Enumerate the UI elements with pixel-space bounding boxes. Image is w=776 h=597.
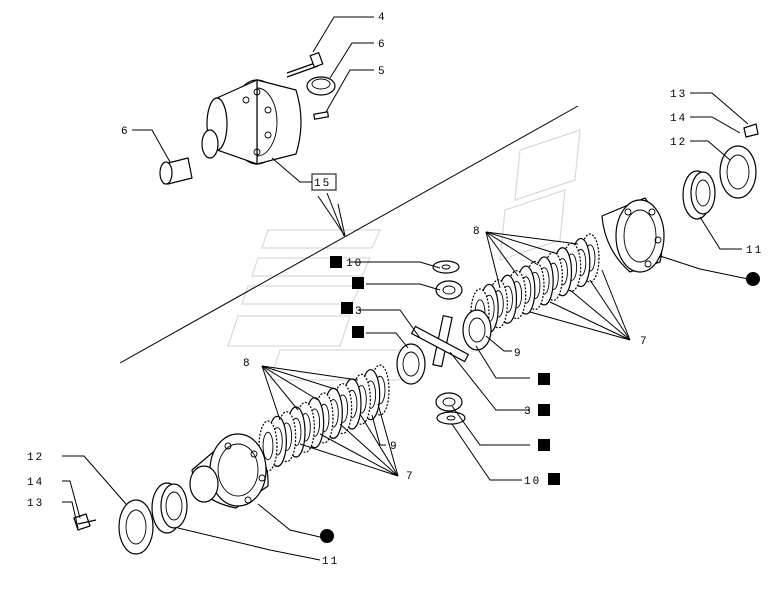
callout-10-top: 10: [346, 258, 363, 270]
callout-3-top: 3: [355, 306, 364, 318]
clutch-disc-bore: [262, 431, 274, 461]
marker-squares: [330, 256, 560, 485]
ring-nut-right: [719, 145, 757, 199]
clutch-disc-stack-left: [258, 364, 390, 472]
callout-6-left: 6: [121, 126, 130, 138]
ring-nut-left: [118, 499, 154, 555]
callout-12-right: 12: [670, 137, 687, 149]
callout-fan-line: [359, 413, 399, 477]
callout-fan-line: [485, 231, 579, 245]
callout-7-right: 7: [640, 336, 649, 348]
pinion-gear-top: [435, 280, 463, 300]
callout-14-left: 14: [27, 477, 44, 489]
callout-11-right: 11: [746, 245, 763, 257]
callout-3-bottom: 3: [524, 406, 533, 418]
callout-fan-line: [339, 423, 399, 477]
callout-10-bottom: 10: [524, 476, 541, 488]
callout-fan-line: [337, 203, 346, 237]
pin: [313, 111, 330, 120]
callout-fan-line: [485, 231, 519, 277]
marker-square: [538, 404, 550, 416]
differential-housing-right: [601, 197, 665, 273]
callout-fan-line: [299, 443, 399, 477]
leader-lines: [62, 16, 749, 561]
marker-circles: [320, 272, 760, 543]
callout-fan-line: [485, 231, 559, 255]
callout-5: 5: [378, 66, 387, 78]
side-gear-right: [462, 309, 492, 351]
callout-fan-line: [529, 311, 631, 341]
spider-cross-shaft: [410, 315, 470, 368]
bolt: [286, 51, 324, 78]
lock-plate-left: [73, 513, 97, 531]
callout-fan-line: [261, 365, 281, 421]
bushing-upper: [306, 76, 336, 96]
callout-8-left: 8: [243, 358, 252, 370]
marker-square: [352, 277, 364, 289]
callout-fan-lines: [261, 195, 631, 477]
bearing-left: [151, 482, 188, 534]
thrust-washer-top: [432, 260, 460, 274]
bearing-right: [682, 170, 716, 220]
callout-9-right: 9: [514, 348, 523, 360]
callout-15: 15: [314, 178, 331, 190]
callout-6-top: 6: [378, 39, 387, 51]
marker-square: [330, 256, 342, 268]
lock-plate-right: [743, 123, 759, 138]
callout-labels: 4 6 5 6 15 13 14 12 11 8 10 3 7 9 3 10 8…: [27, 12, 763, 568]
marker-circle: [746, 272, 760, 286]
marker-square: [548, 473, 560, 485]
marker-square: [538, 373, 550, 385]
callout-12-left: 12: [27, 452, 44, 464]
callout-fan-line: [261, 365, 339, 391]
marker-square: [352, 326, 364, 338]
callout-11-left: 11: [322, 556, 339, 568]
differential-housing-left: [189, 433, 269, 509]
marker-square: [538, 439, 550, 451]
callout-7-left: 7: [406, 471, 415, 483]
callout-13-left: 13: [27, 498, 44, 510]
callout-fan-line: [569, 289, 631, 341]
callout-fan-line: [485, 231, 539, 266]
pinion-gear-bottom: [435, 392, 463, 412]
callout-fan-line: [261, 365, 359, 381]
callout-fan-line: [377, 403, 399, 477]
callout-13-right: 13: [670, 89, 687, 101]
final-drive-assembly: [201, 79, 302, 165]
callout-9-left: 9: [390, 441, 399, 453]
callout-14-right: 14: [670, 113, 687, 125]
callout-8-right: 8: [473, 226, 482, 238]
callout-fan-line: [317, 195, 346, 237]
bushing-left: [159, 157, 193, 185]
callout-fan-line: [261, 365, 299, 411]
callout-4: 4: [378, 12, 387, 24]
marker-square: [341, 302, 353, 314]
callout-fan-line: [319, 433, 399, 477]
callout-fan-line: [549, 301, 631, 341]
marker-circle: [320, 529, 334, 543]
callout-fan-line: [601, 269, 631, 341]
callout-fan-line: [589, 279, 631, 341]
callout-fan-line: [261, 365, 319, 401]
divider-line: [119, 105, 579, 364]
callout-box-15: [311, 173, 337, 191]
side-gear-left: [396, 343, 426, 385]
callout-fan-line: [485, 231, 501, 289]
